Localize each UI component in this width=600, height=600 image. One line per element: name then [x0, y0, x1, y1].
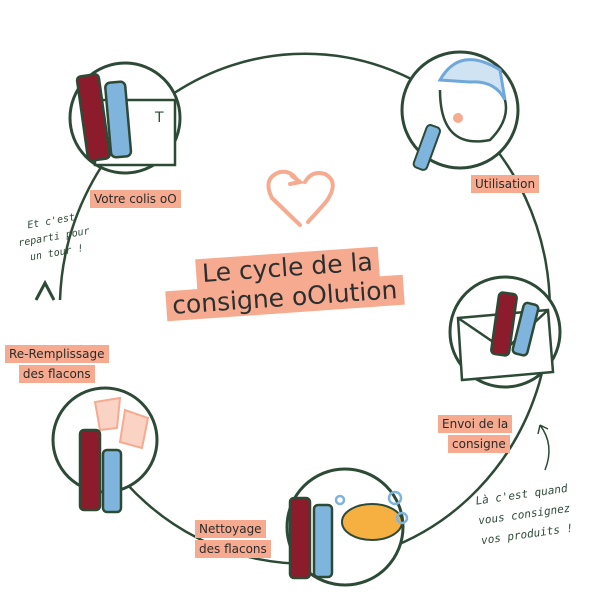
step-label-colis: Votre colis oO	[90, 190, 181, 208]
step-envoi-illustration	[448, 275, 562, 389]
step-colis-illustration: T	[68, 61, 182, 175]
note-arrow	[537, 424, 550, 471]
step-label-utilisation: Utilisation	[471, 175, 540, 193]
step-label-nettoyage-line2: des flacons	[195, 540, 271, 558]
step-label-remplissage-line1: Re-Remplissage	[5, 345, 109, 363]
step-label-remplissage: Re-Remplissage des flacons	[5, 343, 109, 383]
step-utilisation-illustration	[400, 50, 520, 171]
step-label-nettoyage-line1: Nettoyage	[195, 520, 266, 538]
cycle-arrow-head	[34, 279, 56, 301]
step-remplissage-illustration	[51, 386, 159, 514]
step-nettoyage-illustration	[285, 467, 409, 587]
step-label-nettoyage: Nettoyage des flacons	[195, 518, 271, 558]
step-label-envoi-line2: consigne	[448, 435, 510, 453]
recycle-heart-icon	[266, 169, 335, 227]
step-label-envoi-line1: Envoi de la	[438, 415, 513, 433]
note-consign: Là c'est quand vous consignez vos produi…	[474, 479, 574, 551]
step-label-remplissage-line2: des flacons	[18, 365, 95, 383]
svg-text:T: T	[154, 110, 164, 126]
step-label-envoi: Envoi de la consigne	[438, 415, 513, 453]
